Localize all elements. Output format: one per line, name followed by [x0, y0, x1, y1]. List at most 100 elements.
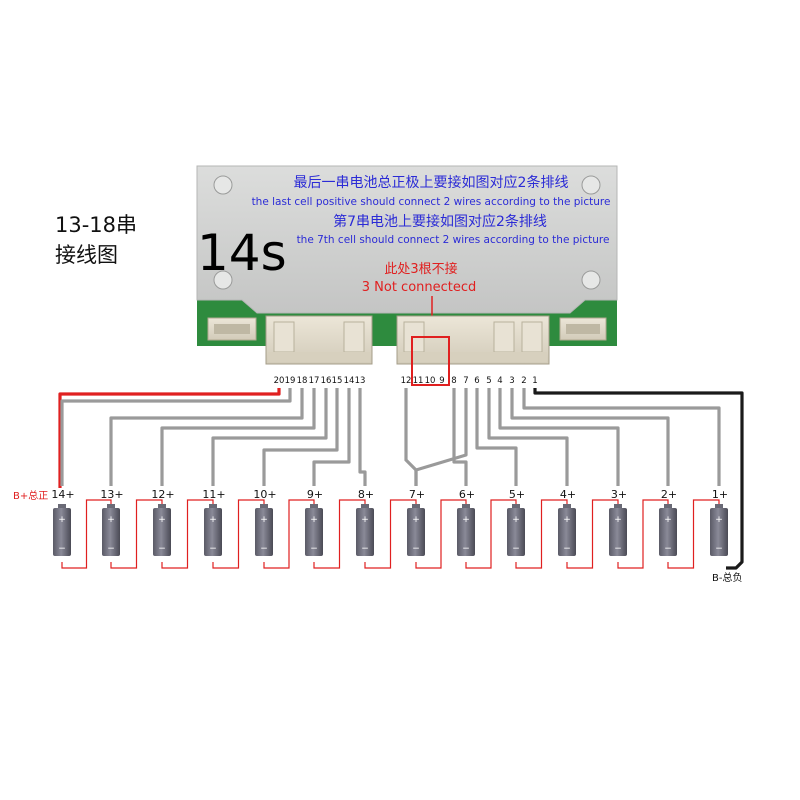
pin-label: 11 [413, 376, 424, 386]
callout-not-connected-cn: 此处3根不接 [384, 261, 457, 277]
cell-label: 4+ [560, 488, 576, 501]
cell-label: 14+ [51, 488, 74, 501]
cell-plus-mark: + [158, 515, 166, 525]
main-connector-right [396, 315, 550, 365]
wire-route [60, 388, 292, 486]
cell-terminal [107, 504, 115, 509]
cell-label: 10+ [253, 488, 276, 501]
cell-label: 3+ [611, 488, 627, 501]
callout-not-connected-en: 3 Not connectecd [362, 280, 477, 295]
cell-terminal [664, 504, 672, 509]
board-cover [196, 165, 618, 314]
wire-route [58, 388, 281, 488]
cell-label: 7+ [409, 488, 425, 501]
series-link [667, 499, 720, 569]
pin-label: 17 [309, 376, 320, 386]
cell-minus-mark: − [512, 544, 520, 554]
series-link [61, 499, 112, 569]
battery-cell [407, 508, 425, 556]
cell-label: 11+ [202, 488, 225, 501]
pin-label: 13 [355, 376, 366, 386]
wire-route [312, 388, 351, 486]
battery-cell [507, 508, 525, 556]
cell-plus-mark: + [462, 515, 470, 525]
battery-cell [153, 508, 171, 556]
cell-terminal [158, 504, 166, 509]
cell-plus-mark: + [107, 515, 115, 525]
series-link [161, 499, 214, 569]
screw-top-right [581, 175, 601, 195]
cell-plus-mark: + [260, 515, 268, 525]
note-seventh-cell-en: the 7th cell should connect 2 wires acco… [297, 234, 610, 246]
battery-cell [457, 508, 475, 556]
main-connector-left [265, 315, 373, 365]
pin-label: 6 [474, 376, 479, 386]
caption-title: 13-18串 [55, 213, 137, 237]
battery-cells: 14++−13++−12++−11++−10++−9++−8++−7++−6++… [51, 488, 728, 556]
wire-route [211, 388, 328, 486]
wire-route [452, 388, 468, 486]
cell-terminal [614, 504, 622, 509]
pin-label: 12 [401, 376, 412, 386]
cell-plus-mark: + [310, 515, 318, 525]
battery-cell [558, 508, 576, 556]
series-link [212, 499, 265, 569]
cell-minus-mark: − [260, 544, 268, 554]
pin-label: 5 [486, 376, 491, 386]
side-connector-left [207, 317, 257, 341]
cell-plus-mark: + [664, 515, 672, 525]
pin-label: 8 [451, 376, 456, 386]
battery-cell [53, 508, 71, 556]
unused-pins-box [411, 336, 450, 386]
pin-label: 18 [297, 376, 308, 386]
series-link [465, 499, 517, 569]
pin-label: 14 [344, 376, 355, 386]
cell-terminal [412, 504, 420, 509]
wire-route [510, 388, 670, 486]
cell-terminal [310, 504, 318, 509]
battery-cell [659, 508, 677, 556]
wire-route [498, 388, 620, 486]
cell-label: 9+ [307, 488, 323, 501]
pin-label: 19 [285, 376, 296, 386]
pin-label: 3 [509, 376, 514, 386]
series-link [364, 499, 417, 569]
battery-cell [305, 508, 323, 556]
note-seventh-cell-cn: 第7串电池上要接如图对应2条排线 [333, 213, 547, 230]
cell-terminal [462, 504, 470, 509]
wire-route [533, 388, 744, 570]
wire-route [358, 388, 367, 486]
series-link [617, 499, 669, 569]
cell-terminal [209, 504, 217, 509]
cell-label: 8+ [358, 488, 374, 501]
pin-label: 7 [463, 376, 468, 386]
cell-plus-mark: + [412, 515, 420, 525]
cell-plus-mark: + [361, 515, 369, 525]
cell-plus-mark: + [58, 515, 66, 525]
series-link [566, 499, 619, 569]
series-link [263, 499, 315, 569]
pin-label: 20 [274, 376, 285, 386]
cell-minus-mark: − [462, 544, 470, 554]
cell-terminal [512, 504, 520, 509]
pin-label: 1 [532, 376, 537, 386]
pin-label: 2 [521, 376, 526, 386]
cell-minus-mark: − [361, 544, 369, 554]
battery-cell [356, 508, 374, 556]
pin-label: 16 [321, 376, 332, 386]
battery-cell [204, 508, 222, 556]
wire-route [487, 388, 569, 486]
cell-terminal [361, 504, 369, 509]
cell-minus-mark: − [664, 544, 672, 554]
cell-terminal [715, 504, 723, 509]
cell-label: 13+ [100, 488, 123, 501]
cell-minus-mark: − [412, 544, 420, 554]
battery-cell [102, 508, 120, 556]
wires-layer [58, 388, 744, 570]
series-link [313, 499, 366, 569]
cell-terminal [563, 504, 571, 509]
series-link [515, 499, 568, 569]
series-link [415, 499, 467, 569]
pin-label: 9 [439, 376, 444, 386]
